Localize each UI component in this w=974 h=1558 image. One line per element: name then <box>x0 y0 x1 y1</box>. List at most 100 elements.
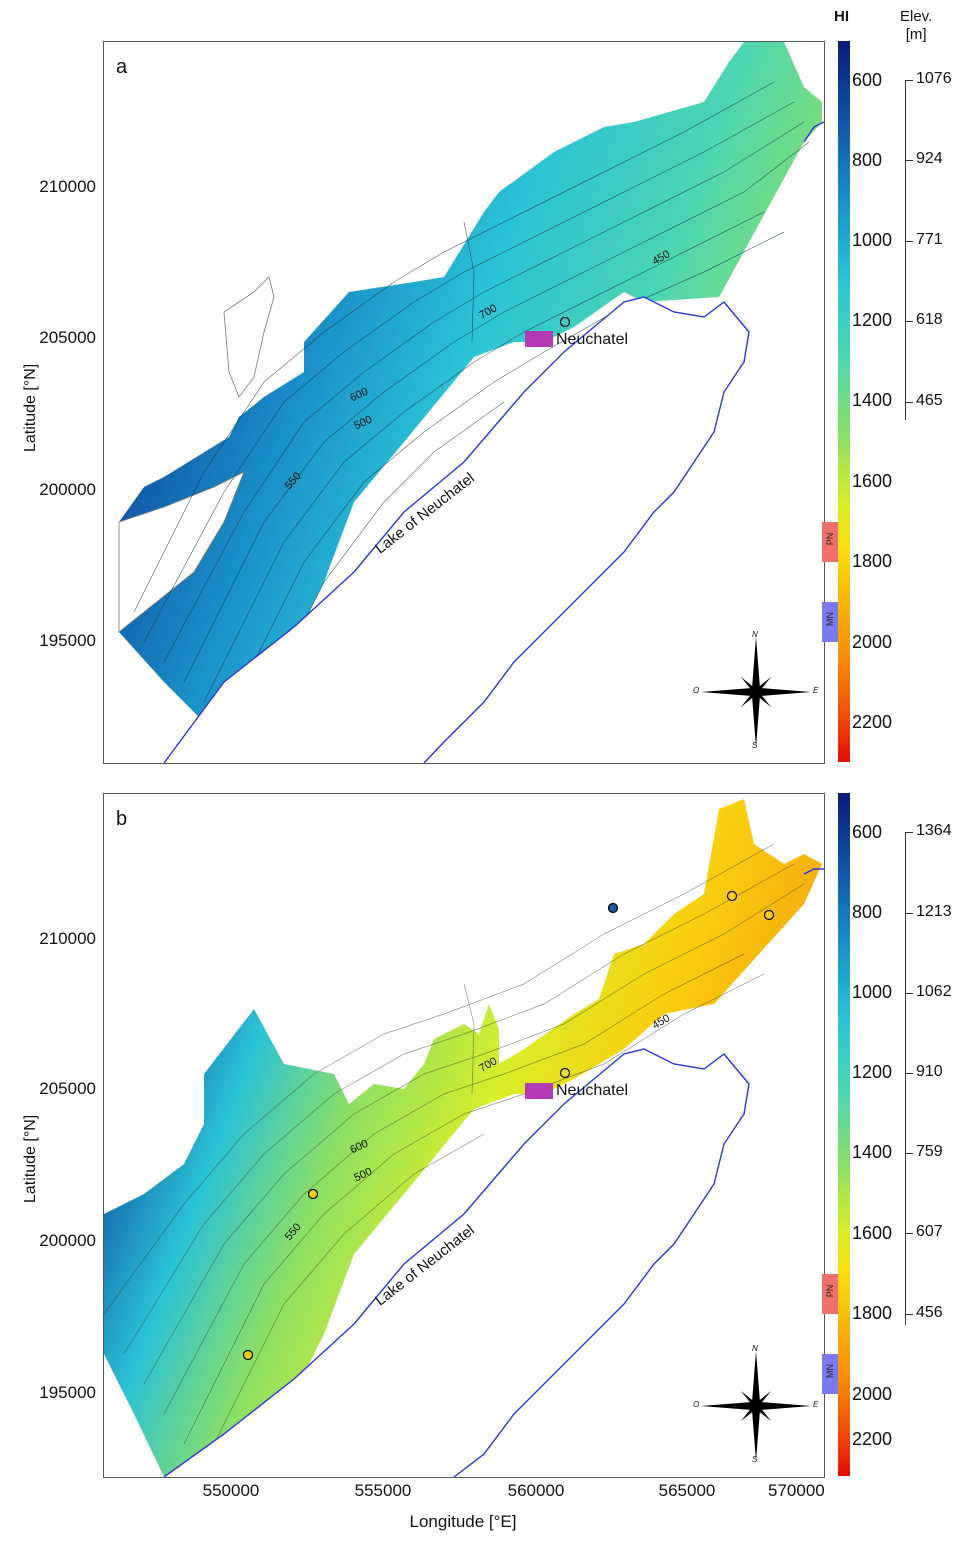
station-marker-b-5 <box>307 1188 319 1200</box>
nodata-zone-a <box>118 471 245 633</box>
elev-tick-b-4 <box>905 1073 913 1074</box>
neuchatel-marker-b <box>525 1083 553 1099</box>
cb-tick-a-600: 600 <box>852 70 883 90</box>
elev-label-a-771: 771 <box>916 231 943 248</box>
elev-label-b-1062: 1062 <box>916 983 952 1000</box>
xtick-570000: 570000 <box>768 1481 825 1500</box>
xtick-565000: 565000 <box>658 1481 716 1500</box>
compass-o-a: O <box>693 686 700 695</box>
elev-label-b-607: 607 <box>916 1223 943 1240</box>
station-marker-b-4 <box>763 909 775 921</box>
xtick-560000: 560000 <box>507 1481 565 1500</box>
contour-lines-b <box>104 843 805 1465</box>
lake-shore-b <box>163 1048 750 1477</box>
terrain-area-a <box>119 42 822 742</box>
cb-tick-a-1400: 1400 <box>852 390 893 410</box>
place-label-neuchatel-a: Neuchatel <box>556 331 629 348</box>
cb-tick-b-600: 600 <box>852 822 883 842</box>
xtick-550000: 550000 <box>202 1481 260 1500</box>
colorbar-a <box>838 41 850 762</box>
compass-o-b: O <box>693 1400 700 1409</box>
cb-tick-b-800: 800 <box>852 902 883 922</box>
contour-lines-a <box>133 81 810 743</box>
cb-tick-b-2200: 2200 <box>852 1429 893 1449</box>
cb-tick-b-1000: 1000 <box>852 982 893 1002</box>
elevation-scale-b <box>905 832 906 1325</box>
pn-indicator-a: PN <box>822 522 838 562</box>
station-marker-b-1 <box>559 1067 571 1079</box>
panel-label-a: a <box>116 56 128 78</box>
compass-rose-a <box>701 637 811 747</box>
station-marker-a <box>559 316 571 328</box>
cb-tick-a-1800: 1800 <box>852 551 893 571</box>
elevation-title: Elev. [m] <box>900 8 932 44</box>
elev-tick-a-4 <box>905 321 913 322</box>
station-marker-b-6 <box>242 1349 254 1361</box>
elev-label-b-456: 456 <box>916 1304 943 1321</box>
elev-tick-b-7 <box>905 1314 913 1315</box>
map-a-svg <box>118 42 824 763</box>
elevation-scale-a <box>905 80 906 420</box>
compass-s-b: S <box>752 1455 758 1464</box>
elev-label-a-924: 924 <box>916 150 943 167</box>
ytick-a-195000: 195000 <box>39 631 96 650</box>
lake-shore-a-east <box>803 121 824 143</box>
colorbar-title: HI <box>834 8 849 25</box>
compass-n-a: N <box>752 630 758 639</box>
cb-tick-a-2200: 2200 <box>852 712 893 732</box>
station-marker-b-3 <box>726 890 738 902</box>
compass-e-a: E <box>813 686 819 695</box>
elev-tick-b-6 <box>905 1233 913 1234</box>
cb-tick-a-1000: 1000 <box>852 230 893 250</box>
panel-label-b: b <box>116 808 128 830</box>
map-panel-a: a 700 600 500 550 450 Neuchatel Lake of … <box>103 41 825 764</box>
elev-label-b-910: 910 <box>916 1063 943 1080</box>
compass-n-b: N <box>752 1344 758 1353</box>
cb-tick-b-1200: 1200 <box>852 1062 893 1082</box>
ytick-a-210000: 210000 <box>39 177 96 196</box>
ytick-b-205000: 205000 <box>39 1079 96 1098</box>
elev-tick-b-3 <box>905 993 913 994</box>
elev-label-b-759: 759 <box>916 1143 943 1160</box>
cb-tick-b-1400: 1400 <box>852 1142 893 1162</box>
lake-shore-a <box>163 296 750 763</box>
compass-rose-b <box>701 1351 811 1461</box>
cb-tick-b-2000: 2000 <box>852 1384 893 1404</box>
ytick-b-195000: 195000 <box>39 1383 96 1402</box>
colorbar-b <box>838 793 850 1476</box>
cb-tick-a-2000: 2000 <box>852 632 893 652</box>
x-axis-title: Longitude [°E] <box>409 1512 517 1531</box>
map-b-svg <box>104 799 824 1477</box>
y-axis-title-a: Latitude [°N] <box>22 363 39 452</box>
cb-tick-b-1600: 1600 <box>852 1223 893 1243</box>
cb-tick-b-1800: 1800 <box>852 1303 893 1323</box>
pn-indicator-b: PN <box>822 1274 838 1314</box>
place-label-neuchatel-b: Neuchatel <box>556 1082 629 1099</box>
mn-indicator-b: MN <box>822 1354 838 1394</box>
cb-tick-a-1600: 1600 <box>852 471 893 491</box>
mn-indicator-a: MN <box>822 602 838 642</box>
elev-label-b-1213: 1213 <box>916 903 952 920</box>
elevation-title-line2: [m] <box>905 26 927 43</box>
ytick-b-200000: 200000 <box>39 1231 96 1250</box>
elev-tick-a-1 <box>905 80 913 81</box>
lake-shore-b-east <box>803 868 824 875</box>
elev-label-a-618: 618 <box>916 311 943 328</box>
ytick-b-210000: 210000 <box>39 929 96 948</box>
elev-tick-a-5 <box>905 402 913 403</box>
ytick-a-205000: 205000 <box>39 328 96 347</box>
nodata-zone-a2 <box>223 276 275 398</box>
elev-label-a-1076: 1076 <box>916 70 952 87</box>
ytick-a-200000: 200000 <box>39 480 96 499</box>
elev-tick-b-1 <box>905 832 913 833</box>
cb-tick-a-800: 800 <box>852 150 883 170</box>
elev-tick-a-2 <box>905 160 913 161</box>
terrain-area-b <box>104 799 822 1477</box>
map-panel-b: b 700 600 500 550 450 Neuchatel Lake of … <box>103 793 825 1478</box>
compass-e-b: E <box>813 1400 819 1409</box>
neuchatel-marker-a <box>525 331 553 347</box>
elev-tick-b-2 <box>905 913 913 914</box>
elev-label-b-1364: 1364 <box>916 822 952 839</box>
compass-s-a: S <box>752 741 758 750</box>
elev-tick-b-5 <box>905 1153 913 1154</box>
